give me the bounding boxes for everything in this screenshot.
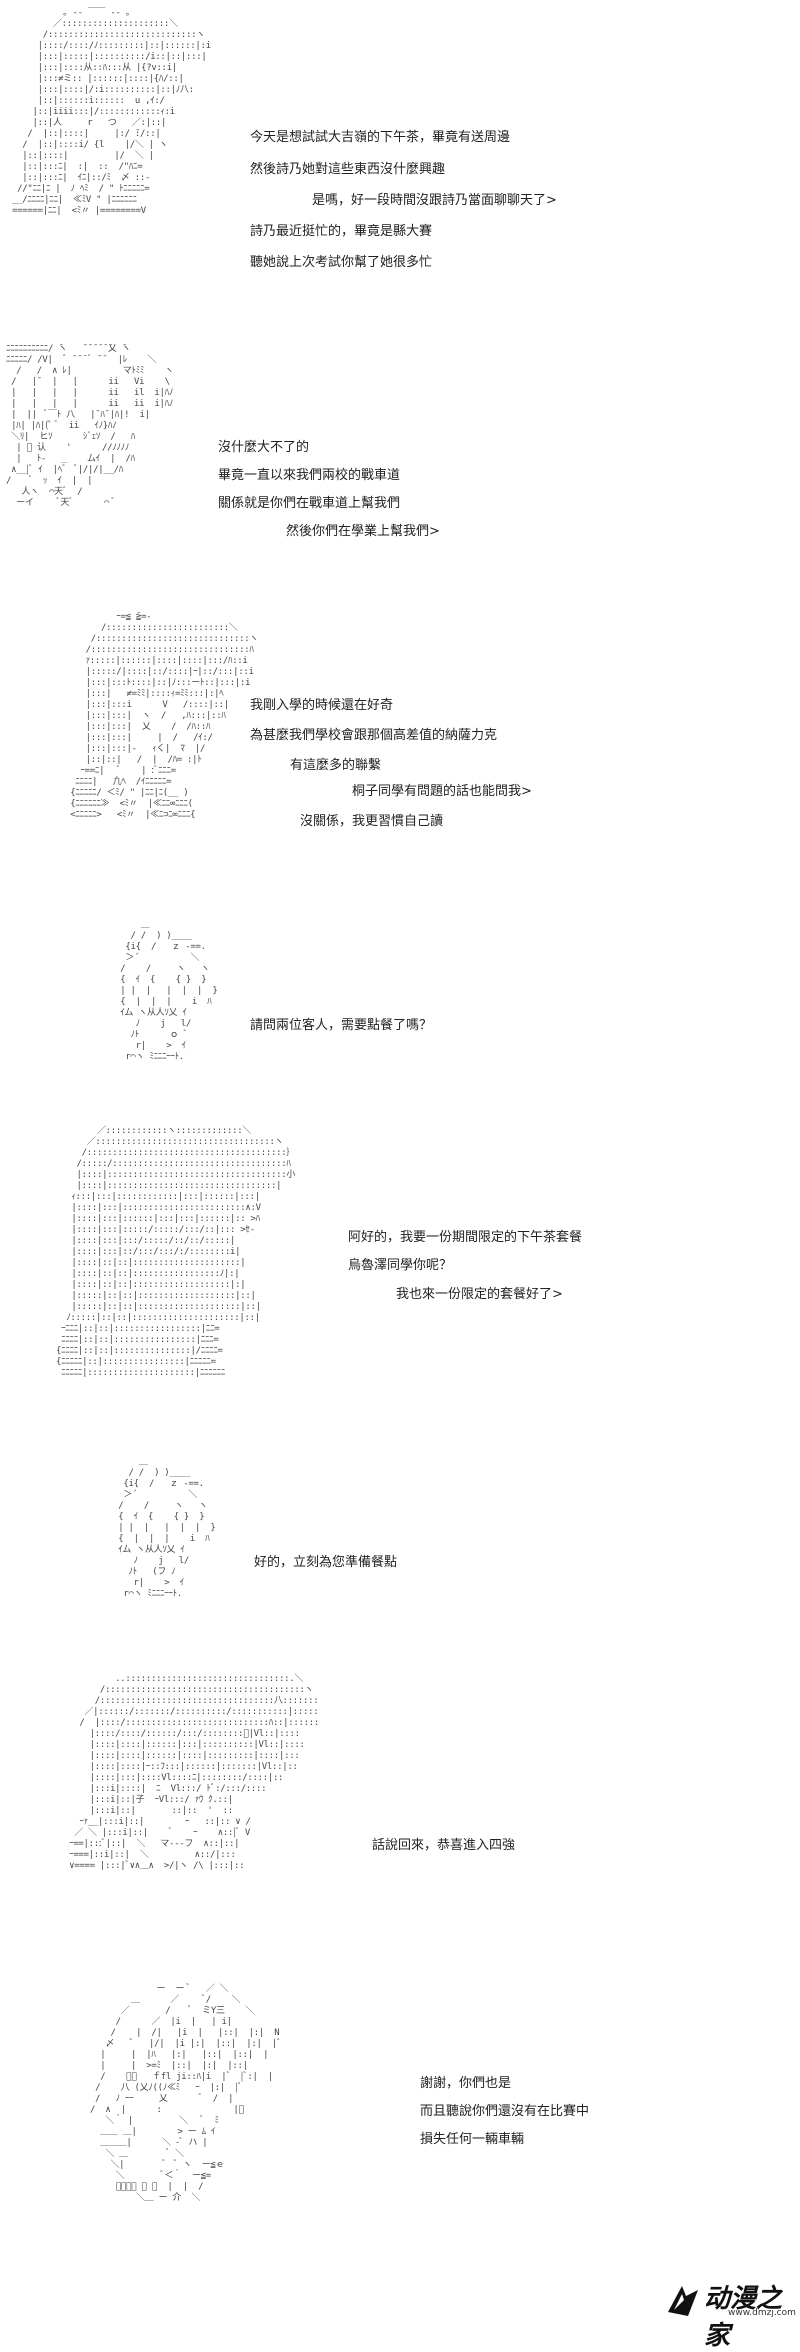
site-url: www.dmzj.com <box>728 2308 796 2318</box>
panel-8: ー ー ﾞ ／ ＼ ＿ ／ ﾞ/ ＼ ／ / ﾞ ミY三 ＼ / ／ |i | … <box>0 1978 800 2318</box>
site-logo-icon <box>668 2286 698 2316</box>
dialogue-line: 我也來一份限定的套餐好了> <box>396 1287 563 1302</box>
dialogue-line: 畢竟一直以來我們兩校的戰車道 <box>218 468 401 483</box>
dialogue-line: 是嗎，好一段時間沒跟詩乃當面聊聊天了> <box>312 193 557 208</box>
site-watermark: 动漫之家 www.dmzj.com <box>664 2276 796 2351</box>
dialogue-line: 今天是想試試大吉嶺的下午茶，畢竟有送周邊 <box>250 130 511 145</box>
dialogue-line: 損失任何一輛車輛 <box>420 2132 525 2147</box>
dialogue-line: 而且聽說你們還沒有在比賽中 <box>420 2104 590 2119</box>
panel-1: ｡ -‐ ￣￣ ‐- ｡ ／:::::::::::::::::::::＼ /::… <box>0 0 800 320</box>
dialogue-line: 阿好的，我要一份期間限定的下午茶套餐 <box>348 1230 583 1245</box>
dialogue-line: 請問兩位客人，需要點餐了嗎？ <box>250 1018 433 1033</box>
panel-4: ＿ / / ) )____ {i{ / ｚ ‐==. ＞´ ＼ / / ヽ ヽ … <box>0 916 800 1106</box>
ascii-art-figure: ＿ / / ) )____ {i{ / ｚ ‐==. ＞´ ＼ / / ヽ ヽ … <box>118 1457 216 1599</box>
dialogue-line: 然後你們在學業上幫我們> <box>286 524 440 539</box>
dialogue-line: 詩乃最近挺忙的，畢竟是縣大賽 <box>250 224 433 239</box>
panel-6: ＿ / / ) )____ {i{ / ｚ ‐==. ＞´ ＼ / / ヽ ヽ … <box>0 1455 800 1645</box>
ascii-art-figure: ＿ / / ) )____ {i{ / ｚ ‐==. ＞´ ＼ / / ヽ ヽ … <box>120 920 218 1062</box>
panel-2: ﾆﾆﾆﾆﾆﾆﾆﾆﾆﾆ/ ̄ヽ ̄ ̄ ̄ ̄ ̄ ̄乂 ̄ヽ ﾆﾆﾆﾆﾆ/ /V… <box>0 338 800 598</box>
dialogue-line: 我剛入學的時候還在好奇 <box>250 698 394 713</box>
panel-7: ..::::::::::::::::::::::::::::::::.＼ /::… <box>0 1666 800 1956</box>
ascii-art-figure: ｰ=≦ ̄≧=- /::::::::::::::::::::::::＼ /:::… <box>70 612 259 820</box>
dialogue-line: 烏魯澤同學你呢？ <box>348 1258 453 1273</box>
dialogue-line: 然後詩乃她對這些東西沒什麼興趣 <box>250 162 446 177</box>
ascii-art-figure: ／::::::::::::ヽ:::::::::::::＼ ／::::::::::… <box>56 1126 296 1378</box>
ascii-art-figure: ｡ -‐ ￣￣ ‐- ｡ ／:::::::::::::::::::::＼ /::… <box>12 8 211 216</box>
dialogue-line: 沒關係，我更習慣自己讀 <box>300 814 444 829</box>
dialogue-line: 桐子同學有問題的話也能問我> <box>352 784 532 799</box>
ascii-art-figure: ー ー ﾞ ／ ＼ ＿ ／ ﾞ/ ＼ ／ / ﾞ ミY三 ＼ / ／ |i | … <box>90 1984 282 2203</box>
dialogue-line: 為甚麼我們學校會跟那個高差值的納薩力克 <box>250 728 498 743</box>
dialogue-line: 聽她說上次考試你幫了她很多忙 <box>250 255 433 270</box>
panel-3: ｰ=≦ ̄≧=- /::::::::::::::::::::::::＼ /:::… <box>0 608 800 908</box>
dialogue-line: 謝謝，你們也是 <box>420 2076 512 2091</box>
dialogue-line: 有這麼多的聯繫 <box>290 758 382 773</box>
dialogue-line: 好的，立刻為您準備餐點 <box>254 1555 398 1570</box>
panel-5: ／::::::::::::ヽ:::::::::::::＼ ／::::::::::… <box>0 1120 800 1440</box>
ascii-art-figure: ﾆﾆﾆﾆﾆﾆﾆﾆﾆﾆ/ ̄ヽ ̄ ̄ ̄ ̄ ̄ ̄乂 ̄ヽ ﾆﾆﾆﾆﾆ/ /V… <box>6 344 174 508</box>
dialogue-line: 沒什麼大不了的 <box>218 440 310 455</box>
dialogue-line: 話說回來，恭喜進入四強 <box>372 1838 516 1853</box>
dialogue-line: 關係就是你們在戰車道上幫我們 <box>218 496 401 511</box>
ascii-art-figure: ..::::::::::::::::::::::::::::::::.＼ /::… <box>69 1674 320 1871</box>
